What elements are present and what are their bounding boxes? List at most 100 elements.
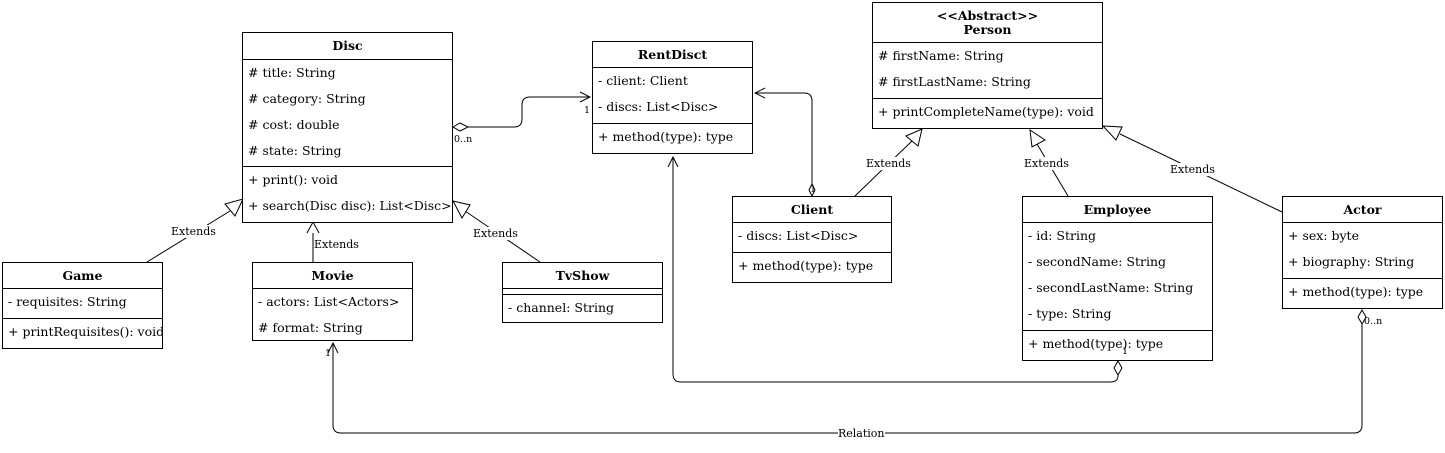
class-employee-header: Employee xyxy=(1023,197,1212,223)
class-tvshow-header: TvShow xyxy=(503,263,662,289)
class-name: Client xyxy=(790,201,834,217)
association-client-rent xyxy=(755,93,813,185)
triangle-game xyxy=(224,198,244,217)
attribute: # cost: double xyxy=(248,117,340,132)
method: + method(type): type xyxy=(738,258,874,273)
method: + method(type): type xyxy=(1288,284,1424,299)
attribute: + biography: String xyxy=(1288,254,1415,269)
attribute: - secondName: String xyxy=(1028,254,1167,269)
extends-label-actor: Extends xyxy=(1170,163,1215,176)
extends-employee-person xyxy=(1036,143,1069,197)
triangle-employee xyxy=(1029,128,1046,148)
multiplicity-employee: 1 xyxy=(1122,346,1129,357)
methods-section: + print(): void + search(Disc disc): Lis… xyxy=(243,167,452,219)
method: + method(type): type xyxy=(598,129,734,144)
extends-label-employee: Extends xyxy=(1024,157,1069,170)
attribute: # firstName: String xyxy=(878,48,1004,63)
class-employee[interactable]: Employee - id: String - secondName: Stri… xyxy=(1022,196,1213,361)
attribute: - id: String xyxy=(1028,228,1096,243)
attribute: - actors: List<Actors> xyxy=(258,294,400,309)
arrowhead-movie xyxy=(306,220,320,234)
aggregation-disc-rent xyxy=(468,97,590,128)
attributes-section: - client: Client - discs: List<Disc> xyxy=(593,68,752,124)
class-person[interactable]: <<Abstract>> Person # firstName: String … xyxy=(872,2,1103,129)
multiplicity-movie: 1 xyxy=(325,348,332,359)
class-name: Disc xyxy=(332,38,363,53)
methods-section: + printRequisites(): void xyxy=(3,319,162,345)
attribute: # category: String xyxy=(248,91,366,106)
class-rentdisct-header: RentDisct xyxy=(593,42,752,68)
diamond-employee xyxy=(1113,359,1123,377)
class-name: Movie xyxy=(311,267,354,283)
multiplicity-disc: 0..n xyxy=(454,134,473,145)
diamond-disc xyxy=(451,122,470,132)
class-name: Employee xyxy=(1083,201,1152,217)
class-name: Actor xyxy=(1343,201,1382,217)
extends-label-client: Extends xyxy=(866,157,911,170)
methods-section: + method(type): type xyxy=(593,124,752,150)
methods-section: + method(type): type xyxy=(733,253,891,279)
attributes-section: + sex: byte + biography: String xyxy=(1283,223,1442,279)
attribute: - secondLastName: String xyxy=(1028,280,1194,295)
method: + printCompleteName(type): void xyxy=(878,104,1094,119)
class-movie[interactable]: Movie - actors: List<Actors> # format: S… xyxy=(252,262,413,341)
class-client[interactable]: Client - discs: List<Disc> + method(type… xyxy=(732,196,892,283)
multiplicity-client: 1 xyxy=(810,184,817,195)
class-person-header: <<Abstract>> Person xyxy=(873,3,1102,43)
attributes-section: - requisites: String xyxy=(3,289,162,319)
method: + printRequisites(): void xyxy=(8,324,162,339)
extends-label-game: Extends xyxy=(171,225,216,238)
attribute: - discs: List<Disc> xyxy=(598,99,719,114)
multiplicity-rent: 1 xyxy=(584,105,591,116)
class-name: TvShow xyxy=(555,267,610,283)
relation-label: Relation xyxy=(838,427,885,440)
class-name: Person xyxy=(963,21,1012,37)
diamond-actor xyxy=(1357,308,1367,326)
method: + print(): void xyxy=(248,172,339,187)
attributes-section: # firstName: String # firstLastName: Str… xyxy=(873,43,1102,99)
class-disc[interactable]: Disc # title: String # category: String … xyxy=(242,32,453,223)
class-name: Game xyxy=(62,267,103,283)
diamond-client xyxy=(808,182,816,198)
class-actor[interactable]: Actor + sex: byte + biography: String + … xyxy=(1282,196,1443,309)
methods-section: + printCompleteName(type): void xyxy=(873,99,1102,125)
association-employee-rent xyxy=(673,157,1119,383)
methods-section: + method(type): type xyxy=(1023,331,1212,357)
methods-section: + method(type): type xyxy=(1283,279,1442,305)
class-name: RentDisct xyxy=(637,46,708,62)
class-actor-header: Actor xyxy=(1283,197,1442,223)
extends-label-movie: Extends xyxy=(314,238,359,251)
attribute: - discs: List<Disc> xyxy=(738,228,859,243)
attributes-section xyxy=(503,289,662,295)
attribute: - client: Client xyxy=(598,73,688,88)
triangle-tvshow xyxy=(452,200,471,220)
class-game-header: Game xyxy=(3,263,162,289)
triangle-client xyxy=(905,128,923,147)
stereotype: <<Abstract>> xyxy=(936,7,1039,23)
class-disc-header: Disc xyxy=(243,33,452,60)
multiplicity-actor: 0..n xyxy=(1364,316,1383,327)
attribute: + sex: byte xyxy=(1288,228,1359,243)
attributes-section: - id: String - secondName: String - seco… xyxy=(1023,223,1212,331)
method: + method(type): type xyxy=(1028,336,1164,351)
attribute: - type: String xyxy=(1028,306,1112,321)
attributes-section: - actors: List<Actors> # format: String xyxy=(253,289,412,341)
attribute: # firstLastName: String xyxy=(878,74,1031,89)
class-game[interactable]: Game - requisites: String + printRequisi… xyxy=(2,262,163,349)
class-rentdisct[interactable]: RentDisct - client: Client - discs: List… xyxy=(592,41,753,154)
attributes-section: - discs: List<Disc> xyxy=(733,223,891,253)
class-tvshow[interactable]: TvShow - channel: String xyxy=(502,262,663,323)
class-movie-header: Movie xyxy=(253,263,412,289)
attribute: # title: String xyxy=(248,65,336,80)
triangle-actor xyxy=(1101,125,1123,141)
extends-label-tvshow: Extends xyxy=(473,227,518,240)
methods-section: - channel: String xyxy=(503,295,662,321)
method: + search(Disc disc): List<Disc> xyxy=(248,198,452,213)
attributes-section: # title: String # category: String # cos… xyxy=(243,60,452,167)
attribute: - requisites: String xyxy=(8,294,127,309)
attribute: # state: String xyxy=(248,143,342,158)
class-client-header: Client xyxy=(733,197,891,223)
attribute: # format: String xyxy=(258,320,363,335)
method: - channel: String xyxy=(508,300,614,315)
